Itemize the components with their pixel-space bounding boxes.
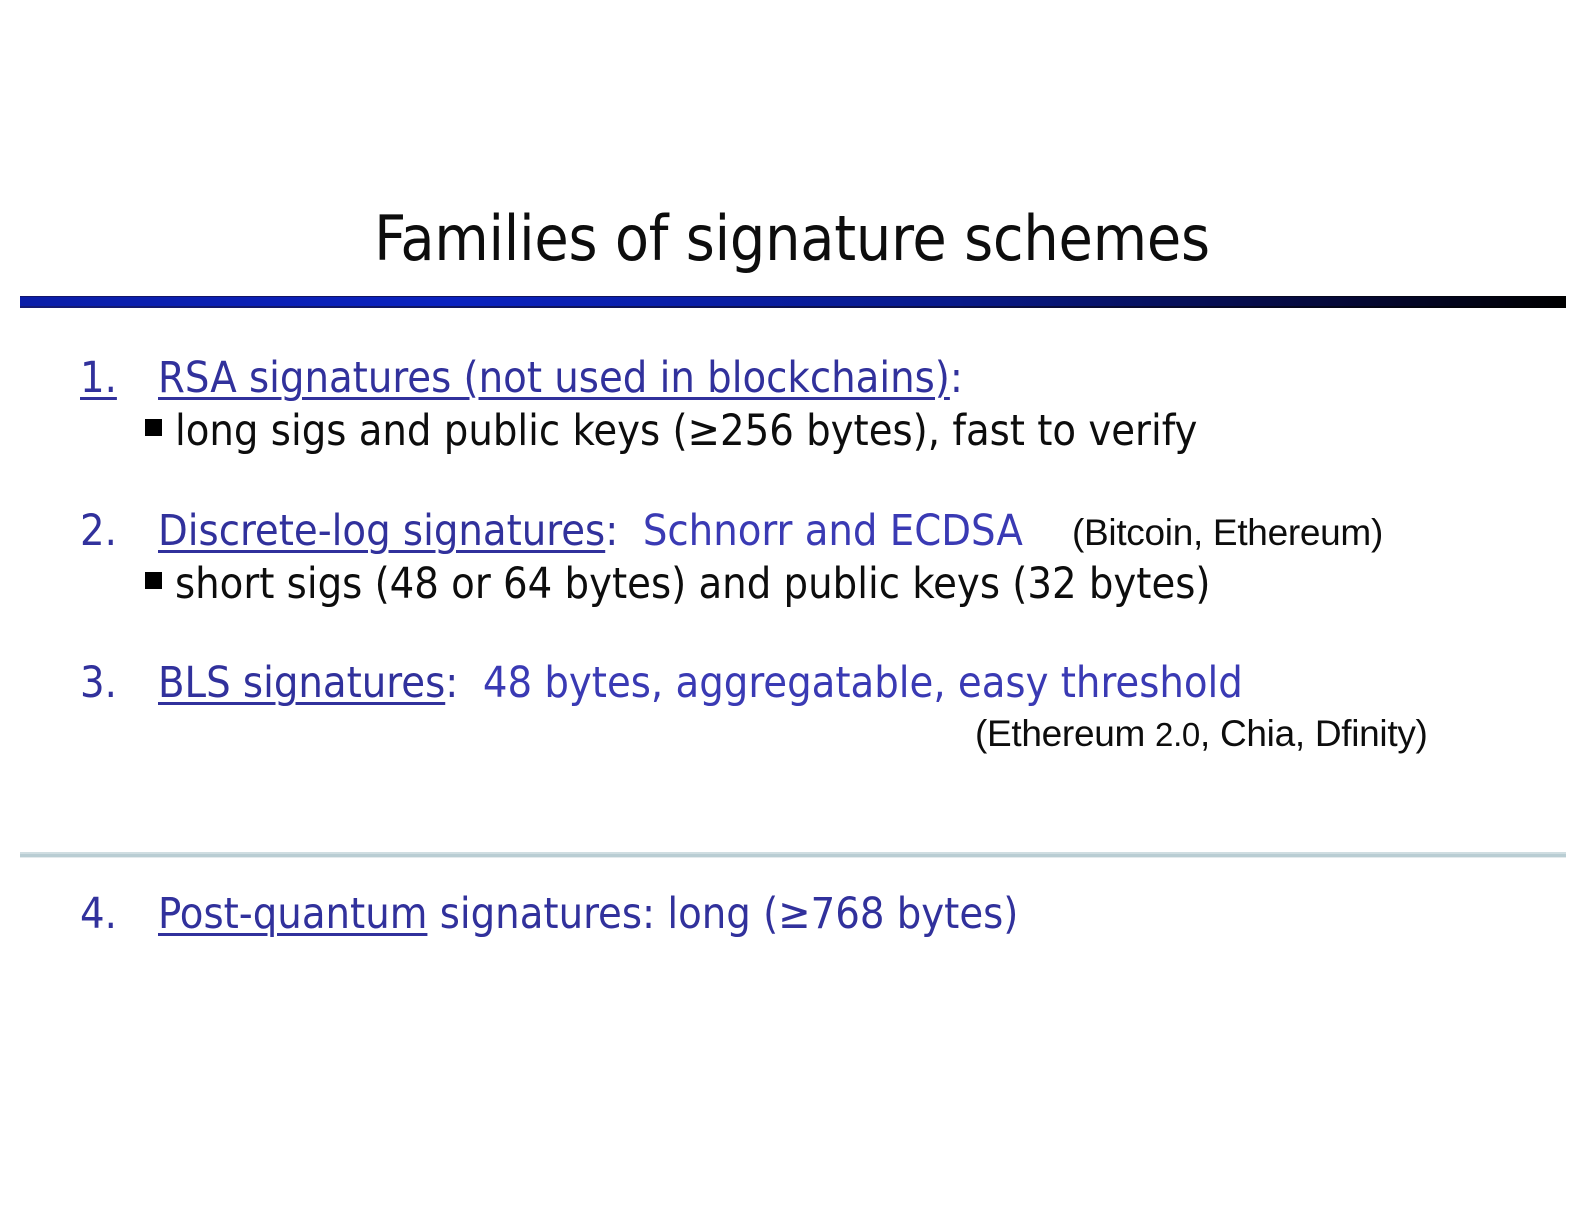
list-item-discrete-log-heading: Discrete-log signatures xyxy=(158,505,606,556)
list-item-rsa: 1. RSA signatures (not used in blockchai… xyxy=(0,352,1584,459)
sub-bullet-rsa-text: long sigs and public keys (≥256 bytes), … xyxy=(175,406,1198,457)
spacer-1 xyxy=(0,459,1584,505)
list-item-bls-annotation-line: (Ethereum 2.0, Chia, Dfinity) xyxy=(0,711,1584,757)
list-item-rsa-heading-line: 1. RSA signatures (not used in blockchai… xyxy=(0,352,1584,405)
list-item-bls-heading-line: 3. BLS signatures: 48 bytes, aggregatabl… xyxy=(0,657,1584,710)
list-item-rsa-heading: RSA signatures (not used in blockchains) xyxy=(158,353,950,403)
section-divider-line-mid xyxy=(20,854,1566,857)
section-divider-line-bottom xyxy=(20,857,1566,858)
square-bullet-icon xyxy=(145,404,175,457)
page-title: Families of signature schemes xyxy=(374,202,1210,275)
list-item-post-quantum-heading: Post-quantum xyxy=(158,889,428,939)
list-item-bls-heading: BLS signatures xyxy=(158,658,446,709)
list-item-discrete-log-annotation: (Bitcoin, Ethereum) xyxy=(1072,511,1383,553)
list-item-bls-annotation-prefix: (Ethereum xyxy=(975,712,1156,754)
list-item-bls-annotation-version: 2.0 xyxy=(1155,715,1200,753)
list-item-discrete-log-schemes: Schnorr and ECDSA xyxy=(642,505,1023,556)
title-divider xyxy=(20,296,1566,308)
list-item-post-quantum-heading-line: 4. Post-quantum signatures: long (≥768 b… xyxy=(0,888,1584,941)
section-divider-line-top xyxy=(20,852,1566,854)
list-item-rsa-colon: : xyxy=(949,353,963,403)
square-bullet-icon xyxy=(145,557,175,610)
list-item-discrete-log-number: 2. xyxy=(80,505,117,556)
sub-bullet-discrete-log: short sigs (48 or 64 bytes) and public k… xyxy=(0,558,1584,611)
list-item-discrete-log: 2. Discrete-log signatures: Schnorr and … xyxy=(0,505,1584,612)
title-divider-bottom-edge xyxy=(20,306,1566,308)
spacer-2 xyxy=(0,611,1584,657)
list-item-post-quantum: 4. Post-quantum signatures: long (≥768 b… xyxy=(0,888,1584,941)
list-item-rsa-number: 1. xyxy=(80,353,117,403)
list-item-bls: 3. BLS signatures: 48 bytes, aggregatabl… xyxy=(0,657,1584,756)
list-item-post-quantum-number: 4. xyxy=(80,889,117,939)
sub-bullet-discrete-log-text: short sigs (48 or 64 bytes) and public k… xyxy=(175,558,1211,609)
list-item-bls-number: 3. xyxy=(80,658,117,709)
list-item-discrete-log-heading-line: 2. Discrete-log signatures: Schnorr and … xyxy=(0,505,1584,558)
section-divider xyxy=(20,852,1566,858)
list-item-bls-colon: : xyxy=(445,658,459,709)
list-item-discrete-log-colon: : xyxy=(605,505,619,556)
signature-families-list: 1. RSA signatures (not used in blockchai… xyxy=(0,352,1584,756)
list-item-post-quantum-rest: signatures: long (≥768 bytes) xyxy=(427,889,1019,939)
sub-bullet-rsa: long sigs and public keys (≥256 bytes), … xyxy=(0,405,1584,458)
list-item-bls-annotation-suffix: , Chia, Dfinity) xyxy=(1200,712,1428,754)
title-divider-core xyxy=(20,297,1566,307)
list-item-bls-properties: 48 bytes, aggregatable, easy threshold xyxy=(482,658,1243,709)
